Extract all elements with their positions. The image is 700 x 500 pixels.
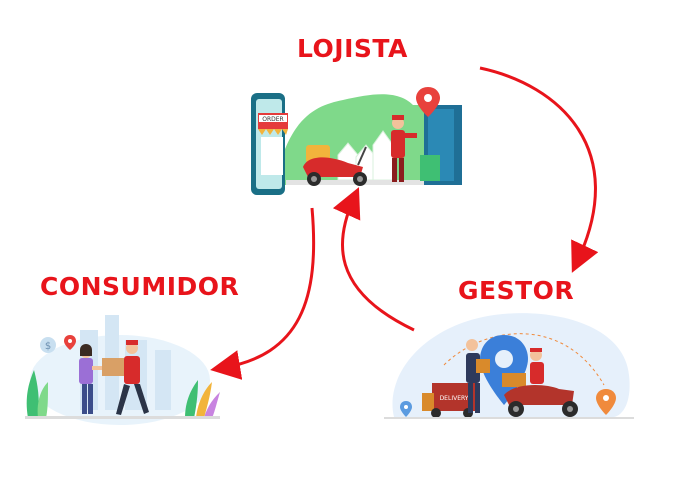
gestor-label: GESTOR xyxy=(458,276,575,305)
dollar-coin-icon: $ xyxy=(40,337,56,353)
orange-pin-icon xyxy=(596,389,616,415)
svg-text:$: $ xyxy=(45,341,51,352)
location-pin-icon xyxy=(416,87,440,117)
consumidor-label: CONSUMIDOR xyxy=(40,272,240,301)
scooter xyxy=(303,145,367,186)
gestor-illustration: DELIVERY xyxy=(384,305,634,425)
arrow-lojista-to-gestor xyxy=(479,66,599,273)
consumidor-illustration: $ xyxy=(20,300,225,425)
order-sign-bg xyxy=(259,115,287,122)
small-pin-icon xyxy=(64,335,76,350)
package xyxy=(102,358,124,376)
big-location-pin-icon xyxy=(480,335,528,405)
road xyxy=(286,180,456,185)
plants xyxy=(26,370,220,418)
lojista-illustration: ORDER xyxy=(248,85,473,200)
scooter-rider xyxy=(502,348,578,417)
small-blue-pin-icon xyxy=(400,401,412,417)
lojista-label: LOJISTA xyxy=(297,34,408,63)
ground xyxy=(25,416,220,419)
arrow-gestor-to-lojista xyxy=(332,187,415,332)
delivery-man xyxy=(116,340,149,415)
truck-text: DELIVERY xyxy=(440,395,469,402)
store-door xyxy=(261,137,283,175)
plant-box xyxy=(420,155,440,181)
ground xyxy=(384,417,634,419)
courier-person xyxy=(466,339,490,413)
order-sign: ORDER xyxy=(262,116,283,123)
arrow-lojista-to-consumidor xyxy=(210,207,316,380)
delivery-person xyxy=(391,115,417,182)
awning-stripes xyxy=(258,129,288,135)
customer-person xyxy=(79,344,104,414)
